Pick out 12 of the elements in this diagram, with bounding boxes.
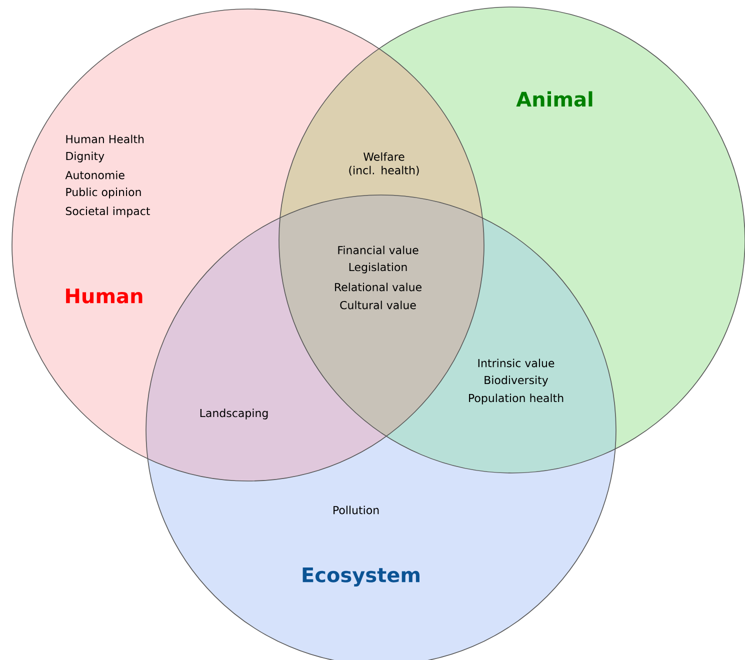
- region-label: Financial value: [338, 246, 418, 254]
- region-label: Welfare (incl. health): [349, 152, 419, 176]
- region-label: Cultural value: [340, 300, 416, 310]
- region-label: Human Health: [66, 134, 144, 144]
- region-label: Autonomie: [65, 170, 124, 180]
- region-label: Landscaping: [200, 408, 268, 420]
- region-label: Public opinion: [66, 188, 141, 198]
- region-label: Legislation: [349, 262, 407, 274]
- region-label: Biodiversity: [484, 376, 548, 386]
- region-label: Relational value: [335, 282, 422, 292]
- region-label: Dignity: [66, 152, 104, 162]
- region-label: Pollution: [334, 506, 379, 514]
